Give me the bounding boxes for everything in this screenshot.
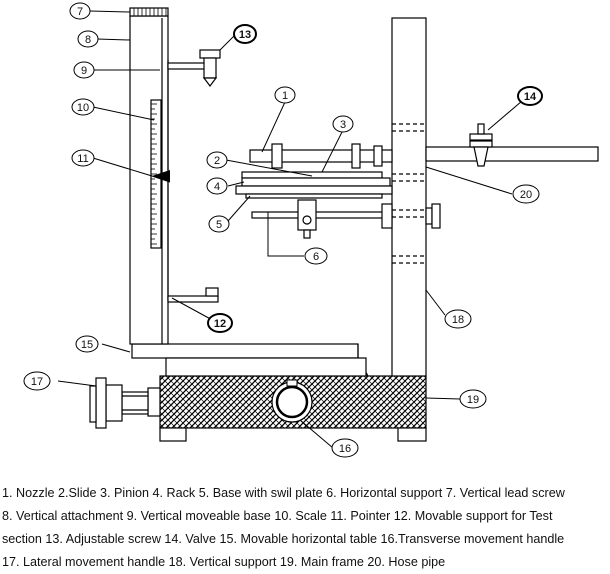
leader-lines bbox=[57, 10, 523, 449]
callout-18: 18 bbox=[444, 309, 472, 329]
lateral-handle bbox=[89, 377, 161, 429]
callout-7: 7 bbox=[69, 2, 91, 20]
callout-16: 16 bbox=[331, 438, 359, 458]
callout-11: 11 bbox=[71, 149, 95, 167]
callout-4: 4 bbox=[206, 177, 228, 195]
callout-3: 3 bbox=[332, 115, 354, 133]
svg-text:7: 7 bbox=[77, 6, 83, 18]
vertical-attachment bbox=[129, 7, 169, 345]
hose-pipe bbox=[425, 140, 599, 162]
svg-text:19: 19 bbox=[467, 394, 479, 406]
callout-5: 5 bbox=[208, 215, 230, 233]
callout-13: 13 bbox=[233, 24, 257, 44]
svg-text:9: 9 bbox=[81, 65, 87, 77]
svg-text:17: 17 bbox=[31, 376, 43, 388]
callout-8: 8 bbox=[77, 30, 99, 48]
svg-text:5: 5 bbox=[216, 219, 222, 231]
callout-14: 14 bbox=[517, 86, 543, 106]
svg-text:20: 20 bbox=[520, 189, 532, 201]
svg-text:16: 16 bbox=[339, 443, 351, 455]
callout-17: 17 bbox=[23, 371, 51, 391]
caption-line-3: section 13. Adjustable screw 14. Valve 1… bbox=[2, 532, 565, 546]
pointer bbox=[152, 170, 170, 182]
svg-text:12: 12 bbox=[214, 318, 226, 330]
callout-10: 10 bbox=[71, 98, 95, 116]
svg-text:8: 8 bbox=[85, 34, 91, 46]
svg-text:14: 14 bbox=[524, 91, 537, 103]
movable-horizontal-table bbox=[131, 343, 369, 377]
apparatus-diagram: 7 8 9 10 11 13 1 3 2 4 5 6 bbox=[23, 2, 599, 458]
svg-text:18: 18 bbox=[452, 314, 464, 326]
svg-text:6: 6 bbox=[313, 251, 319, 263]
caption-line-1: 1. Nozzle 2.Slide 3. Pinion 4. Rack 5. B… bbox=[2, 486, 565, 500]
callout-1: 1 bbox=[274, 86, 296, 104]
svg-text:4: 4 bbox=[214, 181, 220, 193]
callout-15: 15 bbox=[75, 335, 99, 353]
svg-text:1: 1 bbox=[282, 90, 288, 102]
svg-text:3: 3 bbox=[340, 119, 346, 131]
svg-text:11: 11 bbox=[77, 153, 88, 165]
test-section-assembly bbox=[235, 143, 441, 239]
caption-line-2: 8. Vertical attachment 9. Vertical movea… bbox=[2, 509, 553, 523]
callout-2: 2 bbox=[206, 151, 228, 169]
movable-support bbox=[167, 287, 219, 303]
transverse-handle bbox=[271, 379, 313, 423]
callout-12: 12 bbox=[207, 313, 233, 333]
figure-caption: 1. Nozzle 2.Slide 3. Pinion 4. Rack 5. B… bbox=[2, 482, 608, 574]
callout-19: 19 bbox=[459, 389, 487, 409]
adjustable-screw bbox=[167, 49, 221, 87]
svg-text:2: 2 bbox=[214, 155, 220, 167]
vertical-support bbox=[391, 17, 427, 377]
svg-text:10: 10 bbox=[77, 102, 89, 114]
valve bbox=[469, 123, 493, 167]
callout-20: 20 bbox=[512, 184, 540, 204]
callout-6: 6 bbox=[304, 247, 328, 265]
svg-text:15: 15 bbox=[81, 339, 93, 351]
svg-text:13: 13 bbox=[239, 29, 251, 41]
callout-9: 9 bbox=[73, 61, 95, 79]
